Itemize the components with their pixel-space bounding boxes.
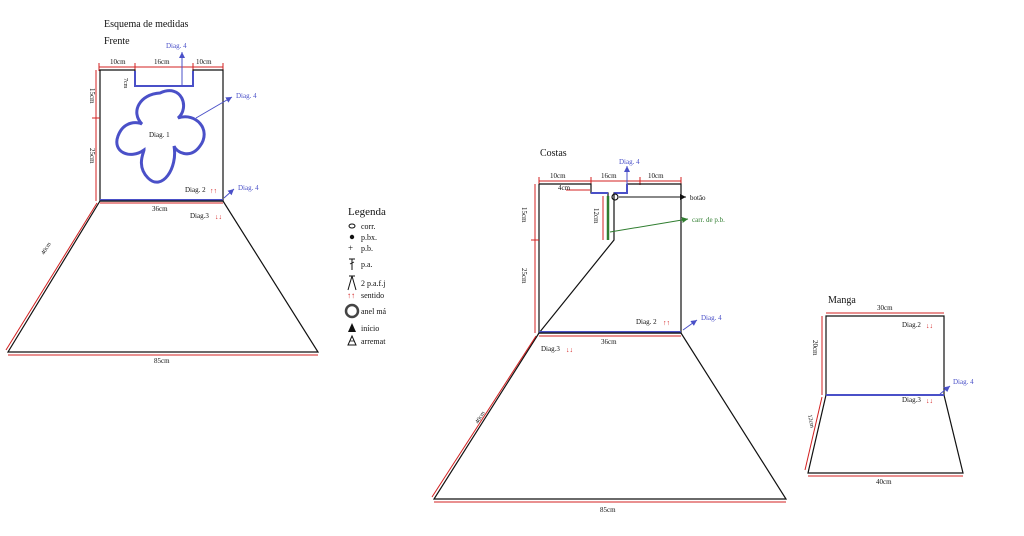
costas-waist: 36cm: [601, 338, 617, 346]
pa-symbol-icon: [349, 258, 355, 270]
costas-panel: Costas 10cm 16cm 10cm 4cm 12cm Diag. 4 b…: [431, 148, 788, 514]
costas-top-left: 10cm: [550, 172, 566, 180]
manga-bottom: 40cm: [876, 478, 892, 486]
frente-neck-depth: 7cm: [122, 78, 128, 89]
pafj-symbol-icon: [347, 275, 357, 291]
costas-diag3: Diag.3: [541, 345, 560, 353]
costas-side-lower: 25cm: [520, 268, 528, 284]
manga-diag3: Diag.3: [902, 396, 921, 404]
manga-diag2-arrows: ↓↓: [926, 322, 933, 330]
legend-item: corr.: [361, 222, 375, 231]
frente-bottom: 85cm: [154, 357, 170, 365]
legend-item: anel má: [361, 307, 387, 316]
manga-panel: Manga 30cm 20cm 12cm 40cm Diag.2 ↓↓ Diag…: [804, 295, 974, 486]
frente-waist: 36cm: [152, 205, 168, 213]
button-icon: [611, 193, 619, 201]
costas-label: Costas: [540, 148, 567, 159]
frente-diag1: Diag. 1: [149, 131, 170, 139]
frente-top-right: 10cm: [196, 58, 212, 66]
frente-panel: Esquema de medidas Frente 10cm 16cm 10cm…: [5, 19, 320, 365]
frente-diag4-motif: Diag. 4: [236, 92, 257, 100]
frente-diag2-arrows: ↑↑: [210, 187, 217, 195]
costas-diag2-arrows: ↑↑: [663, 319, 670, 327]
frente-diag3-arrows: ↓↓: [215, 213, 222, 221]
manga-diag2: Diag.2: [902, 321, 921, 329]
legend-item: p.b.: [361, 244, 373, 253]
legend: Legenda corr. p.bx. + p.b. p.a. 2 p.a.f.…: [344, 206, 387, 346]
legend-item: sentido: [361, 291, 384, 300]
legend-item: 2 p.a.f.j: [361, 279, 385, 288]
manga-top: 30cm: [877, 304, 893, 312]
frente-diag4-top: Diag. 4: [166, 42, 187, 50]
frente-skirt-side: 40cm: [41, 241, 53, 256]
legend-item: início: [361, 324, 379, 333]
pbx-symbol-icon: [349, 234, 355, 240]
manga-side-upper: 20cm: [811, 340, 819, 356]
manga-side-lower: 12cm: [806, 414, 815, 429]
manga-label: Manga: [828, 295, 856, 306]
costas-carr: carr. de p.b.: [692, 216, 725, 224]
costas-diag3-arrows: ↓↓: [566, 346, 573, 354]
frente-motif: [115, 89, 206, 184]
magic-ring-icon: [344, 303, 360, 319]
costas-diag4-waist: Diag. 4: [701, 314, 722, 322]
frente-side-upper: 15cm: [88, 88, 96, 104]
costas-botao: botão: [690, 194, 706, 202]
legend-title: Legenda: [348, 206, 386, 218]
costas-bottom: 85cm: [600, 506, 616, 514]
costas-diag4-top: Diag. 4: [619, 158, 640, 166]
costas-neck-depth: 4cm: [558, 184, 571, 192]
frente-label: Frente: [104, 36, 130, 47]
start-triangle-icon: [348, 323, 356, 332]
frente-diag2: Diag. 2: [185, 186, 206, 194]
manga-diag4: Diag. 4: [953, 378, 974, 386]
schema-title: Esquema de medidas: [104, 19, 189, 30]
corr-symbol-icon: [348, 223, 356, 229]
costas-side-upper: 15cm: [520, 207, 528, 223]
frente-diag3: Diag.3: [190, 212, 209, 220]
legend-item: arremat: [361, 337, 386, 346]
finish-triangle-icon: [347, 334, 357, 346]
manga-diag3-arrows: ↓↓: [926, 397, 933, 405]
frente-side-lower: 25cm: [88, 148, 96, 164]
costas-top-mid: 16cm: [601, 172, 617, 180]
costas-top-right: 10cm: [648, 172, 664, 180]
costas-placket: 12cm: [592, 208, 600, 224]
direction-arrows-icon: ↑↑: [347, 291, 355, 300]
frente-top-mid: 16cm: [154, 58, 170, 66]
frente-top-left: 10cm: [110, 58, 126, 66]
legend-item: p.bx.: [361, 233, 377, 242]
costas-diag2: Diag. 2: [636, 318, 657, 326]
pb-symbol-icon: +: [348, 243, 353, 253]
legend-item: p.a.: [361, 260, 373, 269]
frente-diag4-waist: Diag. 4: [238, 184, 259, 192]
